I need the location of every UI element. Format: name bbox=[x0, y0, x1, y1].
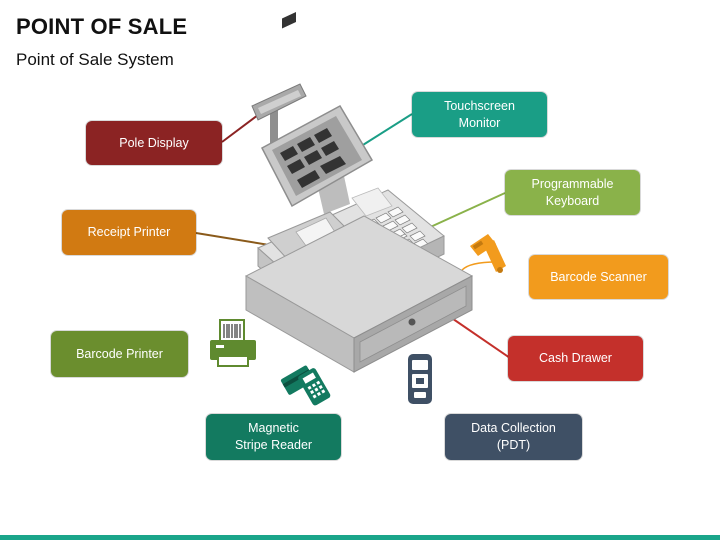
page-subtitle: Point of Sale System bbox=[16, 50, 174, 69]
barcode-scanner-icon bbox=[470, 234, 506, 273]
page-title: POINT OF SALE bbox=[16, 14, 188, 39]
pdt-device-icon bbox=[408, 354, 432, 404]
label-barcode-scanner: Barcode Scanner bbox=[529, 255, 668, 299]
pole-stand bbox=[270, 105, 278, 145]
label-receipt-printer: Receipt Printer bbox=[62, 210, 196, 255]
label-barcode-printer: Barcode Printer bbox=[51, 331, 188, 377]
cash-register-illustration bbox=[244, 11, 474, 373]
label-touchscreen-monitor: Touchscreen Monitor bbox=[412, 92, 547, 137]
label-magnetic-stripe-reader: Magnetic Stripe Reader bbox=[206, 414, 341, 460]
label-programmable-keyboard: Programmable Keyboard bbox=[505, 170, 640, 215]
bottom-accent-bar bbox=[0, 535, 720, 540]
card-reader-icon bbox=[280, 365, 331, 406]
connector-touchscreen bbox=[354, 113, 413, 151]
connector-pole-display bbox=[221, 111, 263, 143]
drawer-lock bbox=[408, 318, 416, 326]
label-pole-display: Pole Display bbox=[86, 121, 222, 165]
label-cash-drawer: Cash Drawer bbox=[508, 336, 643, 381]
label-data-collection: Data Collection (PDT) bbox=[445, 414, 582, 460]
barcode-printer-icon bbox=[210, 319, 256, 367]
connector-scanner bbox=[461, 261, 497, 271]
